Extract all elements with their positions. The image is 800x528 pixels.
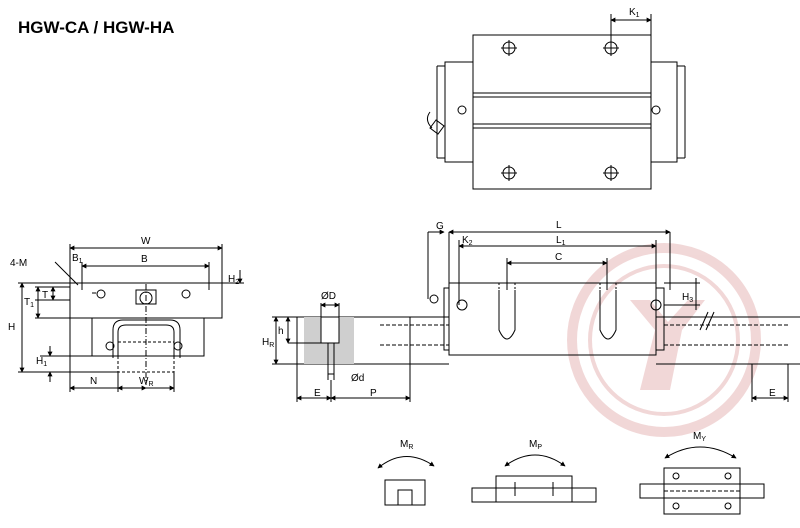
- dim-g: G: [436, 221, 444, 232]
- dim-e: E: [314, 388, 321, 399]
- dim-e-right: E: [769, 388, 776, 399]
- dim-bore-d: ØD: [321, 291, 336, 302]
- moment-mp-diagram: [471, 454, 597, 503]
- dim-t: T: [42, 290, 48, 301]
- dim-t1: T1: [24, 297, 34, 309]
- dim-h1: H1: [36, 356, 47, 368]
- dim-p: P: [370, 388, 377, 399]
- moment-my-label: MY: [693, 431, 706, 443]
- top-view: [426, 14, 686, 190]
- dim-n: N: [90, 376, 97, 387]
- side-view: [272, 229, 800, 402]
- moment-my-diagram: [639, 446, 765, 515]
- dim-wr: WR: [139, 376, 154, 388]
- front-view: [18, 244, 244, 392]
- moment-mr-diagram: [377, 456, 435, 506]
- dim-l: L: [556, 220, 562, 231]
- moment-mp-label: MP: [529, 439, 542, 451]
- dim-b1: B1: [72, 253, 83, 265]
- dim-k2: K2: [462, 235, 473, 247]
- moment-mr-label: MR: [400, 439, 413, 451]
- dim-h-total: H: [8, 322, 15, 333]
- watermark-logo: [567, 243, 761, 437]
- dim-h: h: [278, 326, 284, 337]
- dim-c: C: [555, 252, 562, 263]
- dim-4m: 4-M: [10, 258, 27, 269]
- dim-l1: L1: [556, 235, 566, 247]
- dim-bore-small-d: Ød: [351, 373, 364, 384]
- page-title: HGW-CA / HGW-HA: [18, 18, 174, 37]
- dim-h3: H3: [682, 292, 693, 304]
- dim-h2: H2: [228, 274, 239, 286]
- dim-hr: HR: [262, 337, 274, 349]
- dim-k1: K1: [629, 7, 640, 19]
- dim-b: B: [141, 254, 148, 265]
- dim-w: W: [141, 236, 151, 247]
